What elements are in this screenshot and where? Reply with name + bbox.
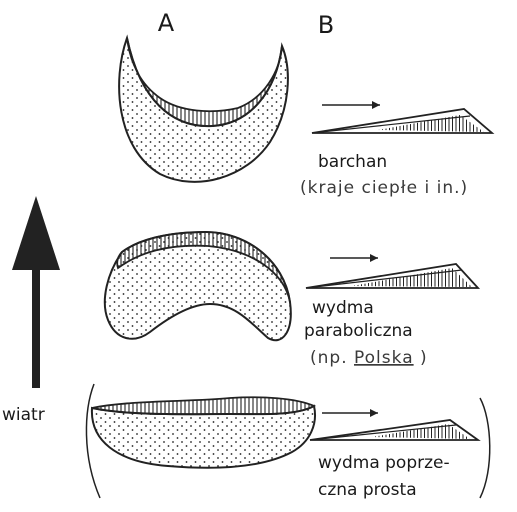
transverse-dune-name-line-1: wydma poprze- <box>318 453 450 473</box>
left-bracket <box>86 384 100 498</box>
parabolic-dune-note-suffix: ) <box>420 348 428 368</box>
wind-label: wiatr <box>2 405 45 425</box>
parabolic-dune-note-prefix: (np. <box>310 348 348 368</box>
parabolic-dune-note-place: Polska <box>354 348 414 368</box>
barchan-profile <box>312 101 492 133</box>
column-b-heading: B <box>318 11 334 39</box>
parabolic-dune-profile <box>306 254 478 288</box>
parabolic-dune-name-line-1: wydma <box>312 298 374 318</box>
barchan-note: (kraje ciepłe i in.) <box>300 178 468 198</box>
barchan-plan-view <box>119 38 288 182</box>
parabolic-dune-plan-view <box>105 232 291 340</box>
transverse-dune-plan-view <box>92 397 315 467</box>
svg-text:(np. Polska ): (np. Polska ) <box>310 348 428 368</box>
transverse-dune-profile <box>310 409 478 440</box>
parabolic-dune-name-line-2: paraboliczna <box>304 321 413 341</box>
column-a-heading: A <box>158 9 175 37</box>
transverse-dune-name-line-2: czna prosta <box>318 480 417 500</box>
right-bracket <box>480 398 490 498</box>
barchan-name: barchan <box>318 152 387 172</box>
wind-arrow <box>12 196 60 388</box>
parabolic-dune-note: (np. Polska ) <box>310 348 428 368</box>
